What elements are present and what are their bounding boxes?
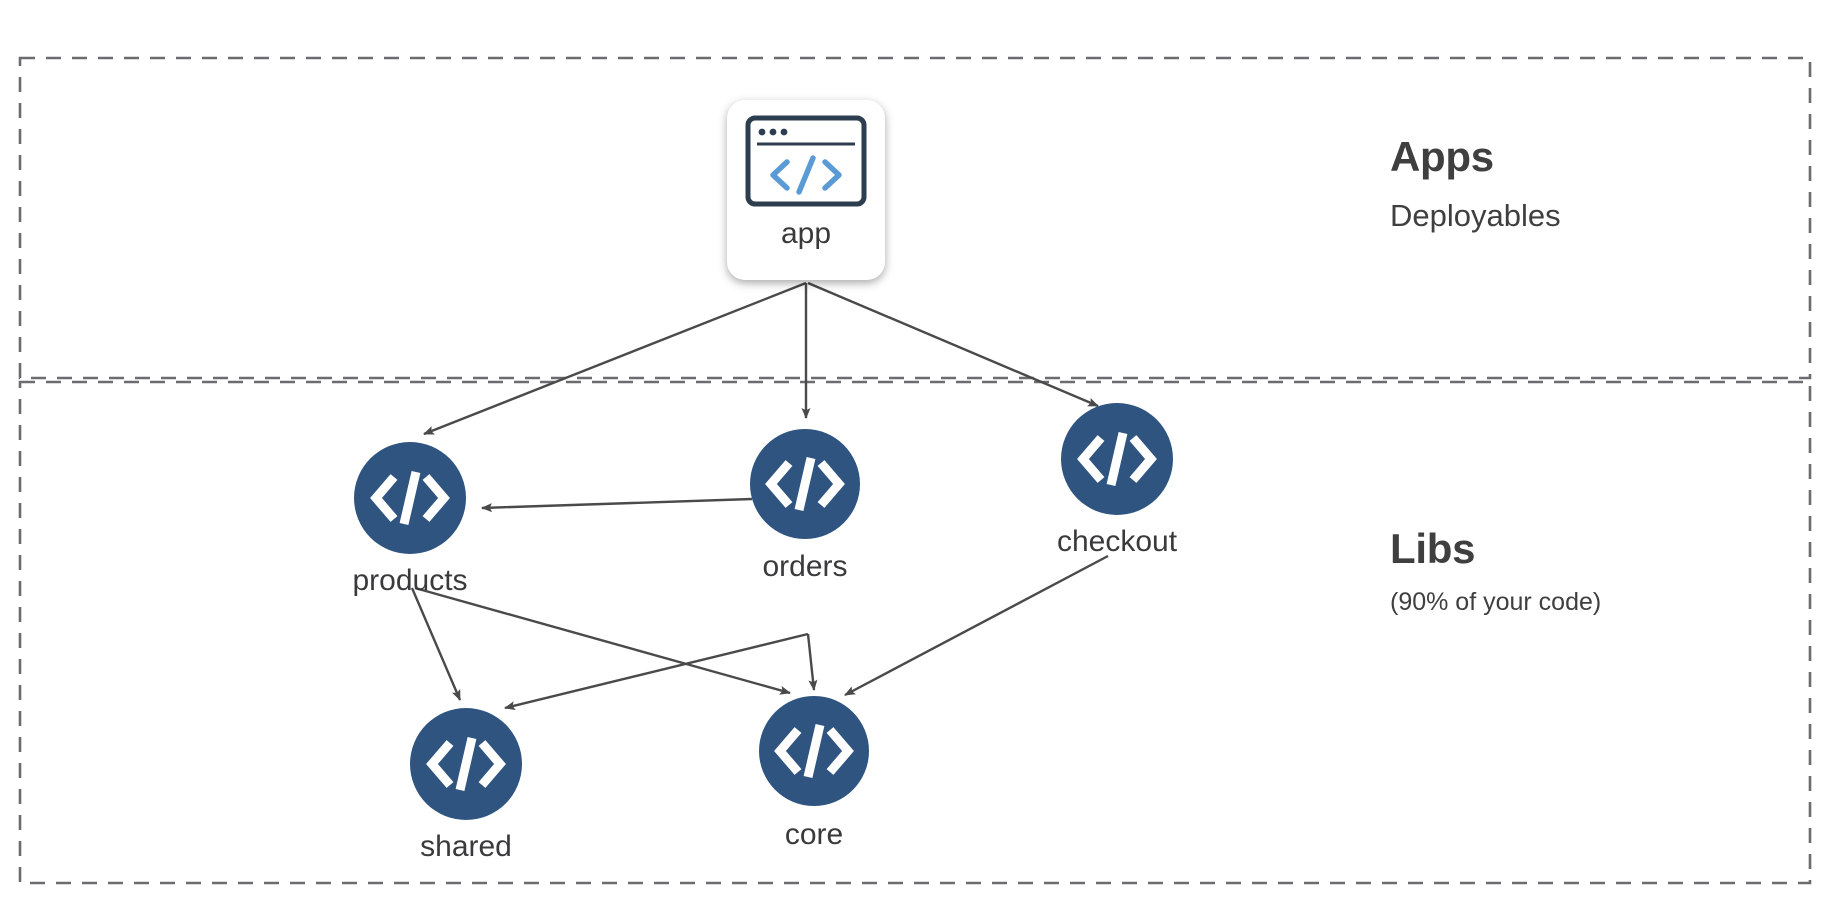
code-brackets-icon <box>370 470 450 526</box>
edge-orders-core <box>806 633 818 691</box>
zone-box-apps <box>18 56 1812 380</box>
zone-title-libs: Libs <box>1390 525 1476 572</box>
node-orders[interactable] <box>750 429 860 539</box>
node-core-label: core <box>784 818 844 851</box>
node-checkout[interactable] <box>1061 403 1173 515</box>
code-brackets-icon <box>1077 431 1157 487</box>
zone-box-libs <box>18 380 1812 885</box>
node-products[interactable] <box>354 442 466 554</box>
code-brackets-icon <box>774 723 854 779</box>
edge-products-shared <box>410 587 462 701</box>
node-core[interactable] <box>759 696 869 806</box>
browser-code-icon <box>745 115 867 207</box>
edge-orders-products <box>481 497 753 513</box>
edge-app-products <box>423 281 807 436</box>
edge-products-core <box>414 586 791 695</box>
node-app[interactable]: app <box>727 100 885 280</box>
node-shared-label: shared <box>420 830 512 863</box>
edge-orders-shared <box>504 632 809 710</box>
node-products-label: products <box>352 564 468 597</box>
code-brackets-icon <box>426 736 506 792</box>
node-shared[interactable] <box>410 708 522 820</box>
zone-subtitle-apps: Deployables <box>1390 198 1561 233</box>
node-orders-label: orders <box>762 550 848 583</box>
dependency-edges <box>410 281 1109 710</box>
zone-subtitle-libs: (90% of your code) <box>1390 588 1602 616</box>
code-brackets-icon <box>765 456 845 512</box>
edge-app-checkout <box>807 281 1099 408</box>
node-checkout-label: checkout <box>1056 525 1178 558</box>
node-app-label: app <box>780 217 832 250</box>
zone-boundaries <box>18 56 1812 885</box>
zone-title-apps: Apps <box>1390 133 1494 180</box>
lib-nodes <box>354 403 1173 820</box>
edge-checkout-core <box>844 554 1109 697</box>
